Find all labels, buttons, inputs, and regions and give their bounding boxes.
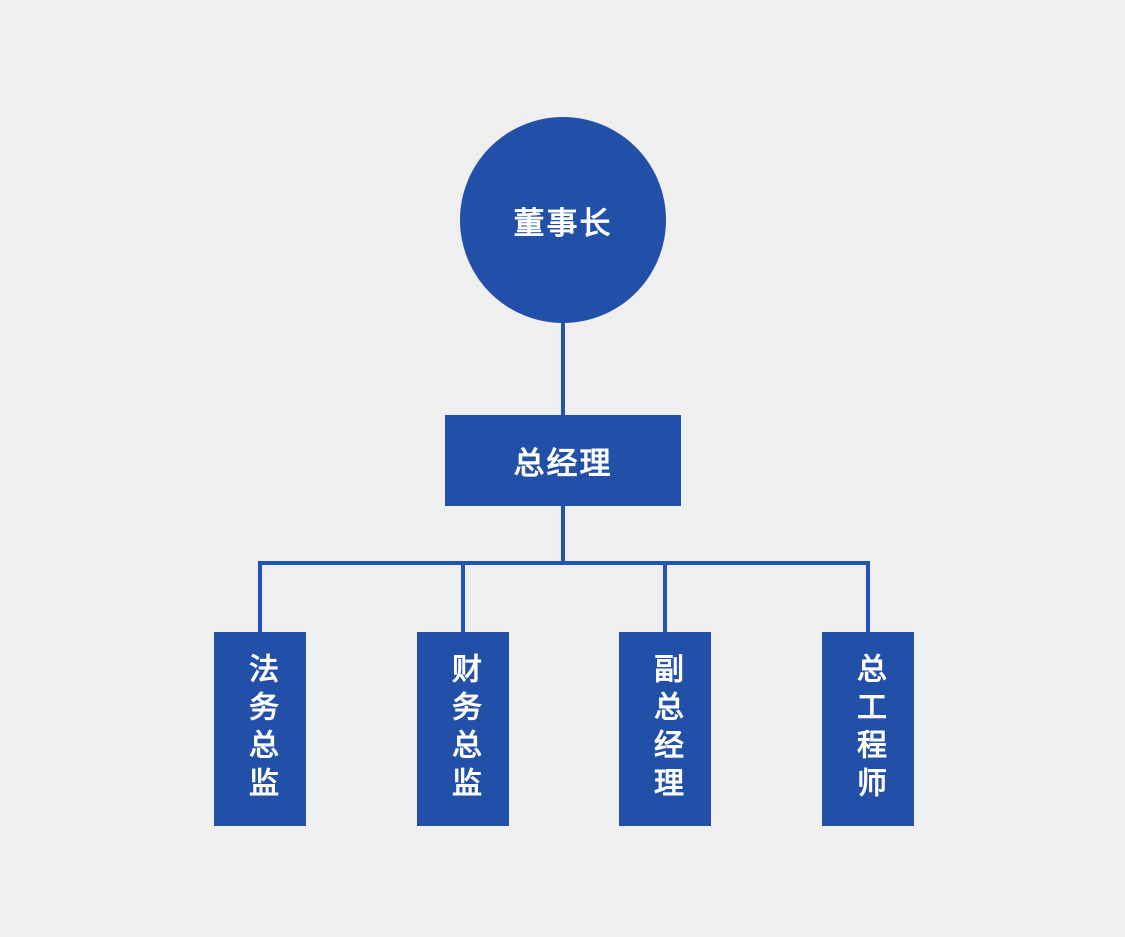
- deputy-general-manager-label: 副总经理: [649, 653, 682, 805]
- legal-director-label: 法务总监: [244, 653, 277, 805]
- finance-director-label: 财务总监: [447, 653, 480, 805]
- general-manager-label: 总经理: [513, 446, 613, 481]
- connector-branch-deputy-gm: [663, 563, 667, 632]
- connector-branch-finance-director: [461, 563, 465, 632]
- chief-engineer-label: 总工程师: [852, 653, 885, 805]
- org-node-legal-director[interactable]: 法务总监: [214, 632, 306, 826]
- org-node-finance-director[interactable]: 财务总监: [417, 632, 509, 826]
- connector-branch-rail: [258, 561, 870, 565]
- chairman-label: 董事长: [513, 205, 613, 241]
- org-node-general-manager[interactable]: 总经理: [445, 415, 681, 506]
- connector-branch-chief-engineer: [866, 563, 870, 632]
- org-node-deputy-general-manager[interactable]: 副总经理: [619, 632, 711, 826]
- connector-branch-legal-director: [258, 563, 262, 632]
- connector-gm-trunk: [561, 506, 565, 563]
- org-node-chief-engineer[interactable]: 总工程师: [822, 632, 914, 826]
- connector-chairman-to-gm: [561, 323, 565, 415]
- org-node-chairman[interactable]: 董事长: [460, 117, 666, 323]
